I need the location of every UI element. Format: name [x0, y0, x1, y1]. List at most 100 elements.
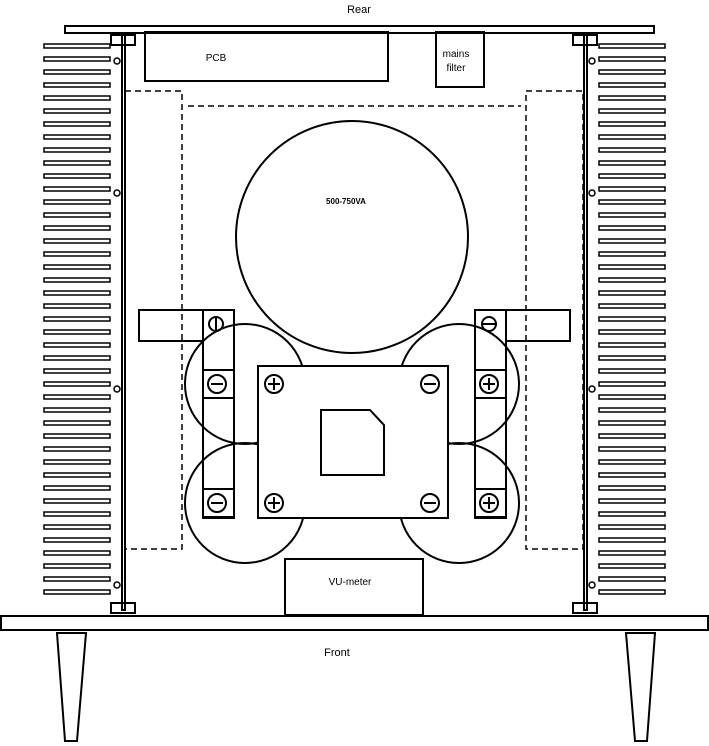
heatsink-fin [43, 511, 111, 517]
heatsink-fin [43, 199, 111, 205]
plus-terminal-icon [264, 493, 284, 513]
heatsink-fin [43, 95, 111, 101]
heatsink-fin [43, 394, 111, 400]
heatsink-fin [43, 446, 111, 452]
heatsink-fin [43, 537, 111, 543]
center-plate [257, 365, 449, 519]
heatsink-fin [598, 160, 666, 166]
heatsink-fin [43, 498, 111, 504]
heatsink-fin [598, 381, 666, 387]
heatsink-fin [598, 134, 666, 140]
heatsink-fin [43, 342, 111, 348]
heatsink-fin [598, 251, 666, 257]
heatsink-fin [43, 316, 111, 322]
left-side-plate [121, 34, 126, 611]
heatsink-fin [43, 212, 111, 218]
heatsink-fin [598, 121, 666, 127]
heatsink-fin [43, 43, 111, 49]
heatsink-fin [43, 303, 111, 309]
heatsink-fin [598, 576, 666, 582]
screw-hole [113, 581, 121, 589]
heatsink-fin [43, 147, 111, 153]
heatsink-fin [598, 524, 666, 530]
heatsink-fin [598, 316, 666, 322]
left-amp-module-outline [124, 90, 183, 550]
heatsink-fin [43, 368, 111, 374]
heatsink-fin [598, 82, 666, 88]
heatsink-fin [43, 264, 111, 270]
transformer-label: 500-750VA [326, 197, 366, 206]
corner-block [572, 34, 598, 46]
heatsink-fin [43, 420, 111, 426]
minus-terminal-icon [420, 493, 440, 513]
right-amp-module-outline [525, 90, 584, 550]
vu-meter-label: VU-meter [329, 577, 372, 588]
pcb-box [144, 31, 389, 82]
heatsink-fin [43, 524, 111, 530]
heatsink-fin [598, 108, 666, 114]
heatsink-fin [43, 225, 111, 231]
screw-hole [113, 57, 121, 65]
heatsink-fin [43, 121, 111, 127]
heatsink-fin [43, 160, 111, 166]
screw-hole [588, 189, 596, 197]
heatsink-fin [43, 485, 111, 491]
heatsink-fin [598, 355, 666, 361]
minus-terminal-icon [207, 493, 227, 513]
heatsink-fin [598, 420, 666, 426]
left-heatsink [43, 43, 111, 595]
plus-terminal-icon [264, 374, 284, 394]
heatsink-fin [43, 550, 111, 556]
screw-hole [588, 57, 596, 65]
vu-meter-box [284, 558, 424, 616]
corner-block [110, 602, 136, 614]
heatsink-fin [598, 433, 666, 439]
heatsink-fin [43, 108, 111, 114]
heatsink-fin [598, 56, 666, 62]
heatsink-fin [43, 589, 111, 595]
heatsink-fin [43, 576, 111, 582]
heatsink-fin [598, 43, 666, 49]
left-bracket [202, 309, 235, 519]
corner-block [572, 602, 598, 614]
right-bracket-arm [505, 309, 571, 342]
heatsink-fin [43, 186, 111, 192]
heatsink-fin [43, 472, 111, 478]
toroidal-transformer [235, 120, 469, 354]
heatsink-fin [598, 147, 666, 153]
screw-hole [588, 581, 596, 589]
heatsink-fin [598, 563, 666, 569]
heatsink-fin [43, 69, 111, 75]
heatsink-fin [598, 277, 666, 283]
heatsink-fin [598, 394, 666, 400]
minus-terminal-icon [420, 374, 440, 394]
heatsink-fin [43, 134, 111, 140]
right-heatsink [598, 43, 666, 595]
heatsink-fin [598, 290, 666, 296]
heatsink-fin [598, 238, 666, 244]
heatsink-fin [598, 342, 666, 348]
heatsink-fin [598, 550, 666, 556]
heatsink-fin [43, 251, 111, 257]
minus-terminal-icon [207, 374, 227, 394]
heatsink-fin [598, 511, 666, 517]
heatsink-fin [43, 173, 111, 179]
heatsink-fin [598, 485, 666, 491]
heatsink-fin [598, 225, 666, 231]
heatsink-fin [43, 238, 111, 244]
heatsink-fin [43, 82, 111, 88]
heatsink-fin [43, 407, 111, 413]
mains-filter-label-line2: filter [447, 63, 467, 74]
heatsink-fin [43, 459, 111, 465]
heatsink-fin [43, 355, 111, 361]
front-panel [0, 615, 709, 631]
screw-hole [113, 385, 121, 393]
rear-label: Rear [347, 4, 371, 16]
heatsink-fin [598, 173, 666, 179]
heatsink-fin [43, 563, 111, 569]
heatsink-fin [598, 407, 666, 413]
heatsink-fin [598, 264, 666, 270]
heatsink-fin [598, 95, 666, 101]
pcb-label: PCB [206, 53, 227, 64]
